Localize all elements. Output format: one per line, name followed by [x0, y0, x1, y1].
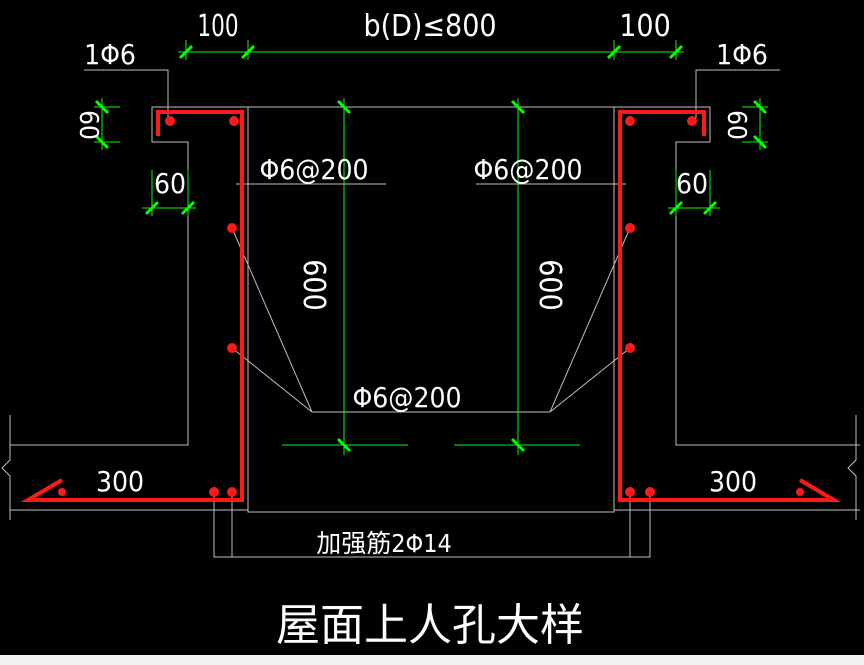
sixty-right-vertical-label: 60 — [721, 110, 751, 140]
sixty-left-label: 60 — [154, 167, 186, 200]
left-rebar — [20, 110, 244, 502]
canvas-bottom-border — [0, 655, 864, 665]
slab-left-label: 300 — [96, 465, 144, 498]
sixty-left-vertical-label: 60 — [73, 110, 103, 140]
reinforcement-label: 加强筋2Φ14 — [316, 529, 452, 558]
spacing-right-label: Φ6@200 — [473, 153, 582, 186]
drawing-labels: 100 b(D)≤800 100 1Φ6 1Φ6 60 60 60 60 Φ6@… — [73, 9, 768, 651]
rebar-cage — [20, 110, 842, 502]
bar-right-label: 1Φ6 — [716, 38, 768, 71]
rebar-dots — [58, 116, 804, 497]
spacing-left-label: Φ6@200 — [259, 153, 368, 186]
slab-right-label: 300 — [709, 465, 757, 498]
concrete-outline — [1, 69, 860, 558]
spacing-bottom-label: Φ6@200 — [352, 381, 461, 414]
width-center-label: b(D)≤800 — [363, 9, 496, 44]
dimension-ticks — [94, 44, 768, 453]
width-left-label: 100 — [197, 9, 238, 43]
right-rebar — [618, 110, 842, 502]
width-right-label: 100 — [619, 9, 671, 44]
height-left-label: 600 — [296, 259, 331, 311]
bar-left-label: 1Φ6 — [84, 38, 136, 71]
height-right-label: 600 — [532, 259, 567, 311]
sixty-right-label: 60 — [676, 167, 708, 200]
drawing-title: 屋面上人孔大样 — [276, 600, 584, 651]
